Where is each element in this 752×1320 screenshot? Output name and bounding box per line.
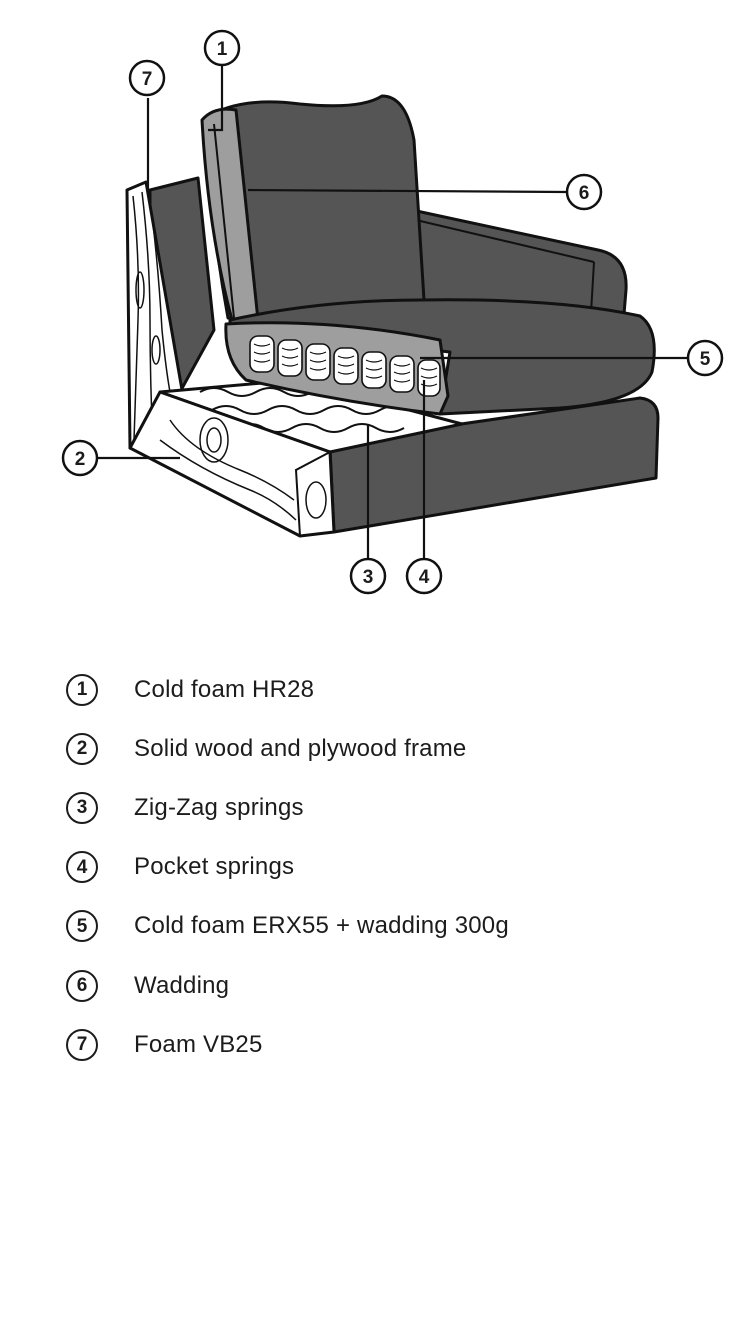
legend-item: 7 Foam VB25 <box>66 1015 706 1074</box>
seat-base <box>328 396 660 534</box>
leader-lines <box>96 66 688 560</box>
svg-text:4: 4 <box>419 567 430 588</box>
legend-number-badge: 3 <box>66 791 98 824</box>
legend-item: 6 Wadding <box>66 956 706 1015</box>
legend-item: 2 Solid wood and plywood frame <box>66 719 706 778</box>
legend-number-badge: 2 <box>66 732 98 765</box>
legend-number-badge: 6 <box>66 969 98 1002</box>
svg-text:5: 5 <box>700 349 711 370</box>
legend-label: Foam VB25 <box>134 1030 263 1058</box>
legend-label: Cold foam HR28 <box>134 675 315 703</box>
wood-front-face <box>128 390 336 538</box>
svg-text:7: 7 <box>142 69 153 90</box>
legend-number-badge: 5 <box>66 910 98 943</box>
legend-label: Solid wood and plywood frame <box>134 734 467 762</box>
callout-5: 5 <box>686 339 724 377</box>
legend-label: Zig-Zag springs <box>134 793 304 821</box>
legend-number-badge: 1 <box>66 673 98 706</box>
legend-label: Wadding <box>134 971 230 999</box>
svg-text:2: 2 <box>75 449 86 470</box>
legend-number-badge: 7 <box>66 1028 98 1061</box>
legend-label: Cold foam ERX55 + wadding 300g <box>134 912 509 940</box>
sofa-cross-section-diagram: 1 7 6 5 2 3 4 <box>61 29 724 595</box>
callout-6: 6 <box>565 173 603 211</box>
svg-text:6: 6 <box>579 183 590 204</box>
legend-label: Pocket springs <box>134 853 295 881</box>
callout-3: 3 <box>349 557 387 595</box>
legend-item: 3 Zig-Zag springs <box>66 778 706 837</box>
materials-legend: 1 Cold foam HR28 2 Solid wood and plywoo… <box>66 660 706 1074</box>
callout-1: 1 <box>203 29 241 67</box>
back-foam-layer <box>200 107 260 322</box>
legend-item: 4 Pocket springs <box>66 838 706 897</box>
svg-text:3: 3 <box>363 567 374 588</box>
callout-2: 2 <box>61 439 99 477</box>
legend-item: 5 Cold foam ERX55 + wadding 300g <box>66 897 706 956</box>
callout-4: 4 <box>405 557 443 595</box>
svg-text:1: 1 <box>217 39 228 60</box>
callout-7: 7 <box>128 59 166 97</box>
legend-item: 1 Cold foam HR28 <box>66 660 706 719</box>
zigzag-spring <box>211 405 409 415</box>
legend-number-badge: 4 <box>66 851 98 884</box>
